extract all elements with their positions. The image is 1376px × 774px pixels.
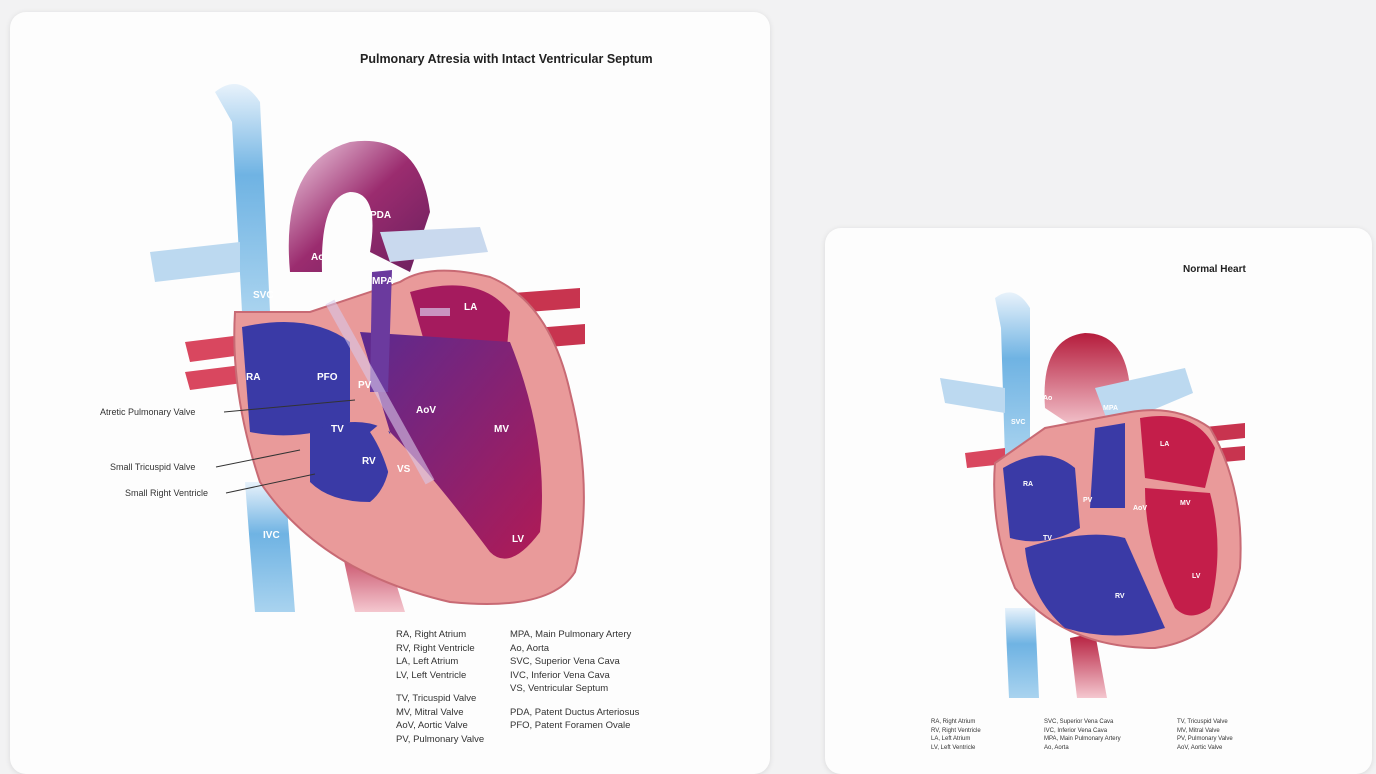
legend-item: Ao, Aorta — [510, 642, 639, 656]
label-la: LA — [1160, 441, 1169, 448]
label-ra: RA — [246, 372, 260, 383]
label-aov: AoV — [1133, 505, 1147, 512]
legend-item: IVC, Inferior Vena Cava — [1044, 727, 1121, 736]
legend-item: RV, Right Ventricle — [931, 727, 981, 736]
legend-item: VS, Ventricular Septum — [510, 682, 639, 696]
pa-ivs-diagram-card: Pulmonary Atresia with Intact Ventricula… — [10, 12, 770, 774]
label-lv: LV — [512, 534, 524, 545]
legend-item: MV, Mitral Valve — [1177, 727, 1233, 736]
legend-item: LV, Left Ventricle — [931, 744, 981, 753]
normal-heart-illustration: Ao MPA SVC LA RA PV AoV MV TV RV LV — [825, 228, 1372, 698]
legend-item: SVC, Superior Vena Cava — [1044, 718, 1121, 727]
annotation-small-rv: Small Right Ventricle — [125, 488, 208, 498]
label-vs: VS — [397, 464, 411, 475]
legend-item: TV, Tricuspid Valve — [1177, 718, 1233, 727]
label-tv: TV — [1043, 535, 1052, 542]
label-ao: Ao — [311, 252, 324, 263]
legend-item: PV, Pulmonary Valve — [1177, 735, 1233, 744]
label-aov: AoV — [416, 405, 436, 416]
legend-col1: RA, Right Atrium RV, Right Ventricle LA,… — [396, 628, 484, 746]
legend-item: LV, Left Ventricle — [396, 669, 484, 683]
label-mv: MV — [494, 424, 509, 435]
legend-item: MPA, Main Pulmonary Artery — [510, 628, 639, 642]
ivc-vessel — [1005, 608, 1039, 698]
legend-item: PFO, Patent Foramen Ovale — [510, 719, 639, 733]
label-rv: RV — [1115, 593, 1125, 600]
label-la: LA — [464, 302, 477, 313]
legend-item: PDA, Patent Ductus Arteriosus — [510, 706, 639, 720]
legend-spacer — [396, 682, 484, 692]
legend-col3: TV, Tricuspid Valve MV, Mitral Valve PV,… — [1177, 718, 1233, 752]
main-pulmonary-artery — [1090, 423, 1125, 508]
label-ao: Ao — [1043, 395, 1052, 402]
legend-col1: RA, Right Atrium RV, Right Ventricle LA,… — [931, 718, 981, 752]
label-pv: PV — [358, 380, 372, 391]
label-pda: PDA — [370, 210, 391, 221]
right-pulmonary-artery — [150, 242, 240, 282]
legend-item: TV, Tricuspid Valve — [396, 692, 484, 706]
legend-col2: MPA, Main Pulmonary Artery Ao, Aorta SVC… — [510, 628, 639, 733]
svc-vessel — [995, 292, 1030, 458]
right-atrium — [1003, 456, 1080, 542]
annotation-small-tv: Small Tricuspid Valve — [110, 462, 195, 472]
legend-item: LA, Left Atrium — [396, 655, 484, 669]
legend-item: MV, Mitral Valve — [396, 706, 484, 720]
label-svc: SVC — [1011, 419, 1025, 426]
label-ra: RA — [1023, 481, 1033, 488]
label-mpa: MPA — [1103, 405, 1118, 412]
svc-vessel — [215, 84, 270, 312]
legend-item: MPA, Main Pulmonary Artery — [1044, 735, 1121, 744]
label-pv: PV — [1083, 497, 1093, 504]
legend-item: Ao, Aorta — [1044, 744, 1121, 753]
label-lv: LV — [1192, 573, 1201, 580]
legend-item: SVC, Superior Vena Cava — [510, 655, 639, 669]
legend-item: AoV, Aortic Valve — [1177, 744, 1233, 753]
legend-item: PV, Pulmonary Valve — [396, 733, 484, 747]
legend-item: LA, Left Atrium — [931, 735, 981, 744]
label-pfo: PFO — [317, 372, 338, 383]
label-tv: TV — [331, 424, 344, 435]
legend-item: RA, Right Atrium — [396, 628, 484, 642]
label-rv: RV — [362, 456, 376, 467]
legend-spacer — [510, 696, 639, 706]
legend-col2: SVC, Superior Vena Cava IVC, Inferior Ve… — [1044, 718, 1121, 752]
annotation-atretic-pv: Atretic Pulmonary Valve — [100, 407, 195, 417]
legend-item: RV, Right Ventricle — [396, 642, 484, 656]
label-mv: MV — [1180, 500, 1191, 507]
label-ivc: IVC — [263, 530, 280, 541]
legend-item: IVC, Inferior Vena Cava — [510, 669, 639, 683]
right-pulmonary-artery — [940, 378, 1005, 413]
pa-ivs-heart-illustration: PDA Ao MPA SVC LA RA PFO PV AoV MV TV RV… — [10, 12, 770, 612]
label-svc: SVC — [253, 290, 274, 301]
pda-vessel — [380, 227, 488, 262]
label-mpa: MPA — [372, 276, 393, 287]
legend-item: RA, Right Atrium — [931, 718, 981, 727]
normal-heart-diagram-card: Normal Heart Ao MPA SVC LA RA PV AoV M — [825, 228, 1372, 774]
legend-item: AoV, Aortic Valve — [396, 719, 484, 733]
